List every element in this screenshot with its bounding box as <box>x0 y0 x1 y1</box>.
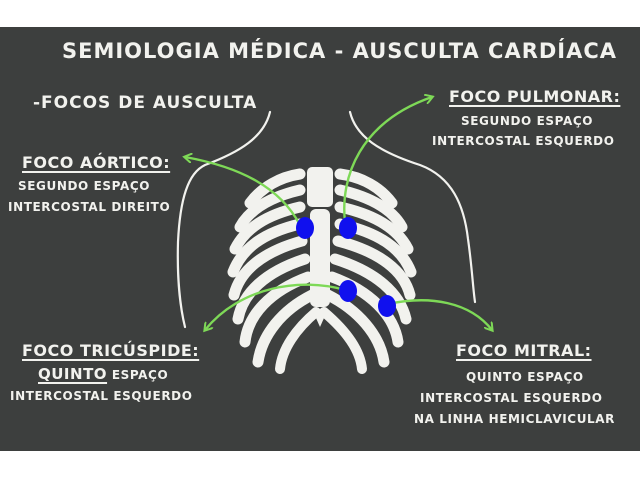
foco-aortico-heading: FOCO AÓRTICO: <box>22 153 171 172</box>
page-title: SEMIOLOGIA MÉDICA - AUSCULTA CARDÍACA <box>62 39 618 63</box>
ribs <box>227 168 417 374</box>
arrows <box>185 97 492 330</box>
foco-tricuspide-emphasis: QUINTO <box>38 365 108 383</box>
foco-mitral-line-3: NA LINHA HEMICLAVICULAR <box>414 412 616 426</box>
sternum <box>307 167 333 327</box>
foco-tricuspide-line-1: QUINTO ESPAÇO <box>38 365 168 383</box>
arrow-aortico <box>185 157 302 227</box>
point-pulmonar <box>339 217 357 239</box>
foco-aortico-line-1: SEGUNDO ESPAÇO <box>18 179 151 193</box>
auscultation-points <box>296 217 396 317</box>
foco-mitral-line-2: INTERCOSTAL ESQUERDO <box>420 391 603 405</box>
foco-aortico-line-2: INTERCOSTAL DIREITO <box>8 200 171 214</box>
point-tricuspide <box>339 280 357 302</box>
point-mitral <box>378 295 396 317</box>
arrow-mitral <box>386 299 492 330</box>
foco-mitral-heading: FOCO MITRAL: <box>456 341 592 360</box>
foco-tricuspide-heading: FOCO TRICÚSPIDE: <box>22 341 200 360</box>
ribcage-illustration <box>176 27 640 374</box>
point-aortico <box>296 217 314 239</box>
body-outline <box>176 110 477 329</box>
foco-pulmonar-line-1: SEGUNDO ESPAÇO <box>461 114 594 128</box>
foco-mitral-line-1: QUINTO ESPAÇO <box>466 370 584 384</box>
foco-pulmonar-heading: FOCO PULMONAR: <box>449 87 621 106</box>
subtitle: -FOCOS DE AUSCULTA <box>33 93 258 113</box>
chalkboard: SEMIOLOGIA MÉDICA - AUSCULTA CARDÍACA -F… <box>0 27 640 451</box>
foco-pulmonar-line-2: INTERCOSTAL ESQUERDO <box>432 134 615 148</box>
arrow-pulmonar <box>343 97 432 224</box>
arrow-tricuspide <box>205 283 347 330</box>
foco-tricuspide-line-2: INTERCOSTAL ESQUERDO <box>10 389 193 403</box>
foco-tricuspide-rest: ESPAÇO <box>107 368 169 382</box>
